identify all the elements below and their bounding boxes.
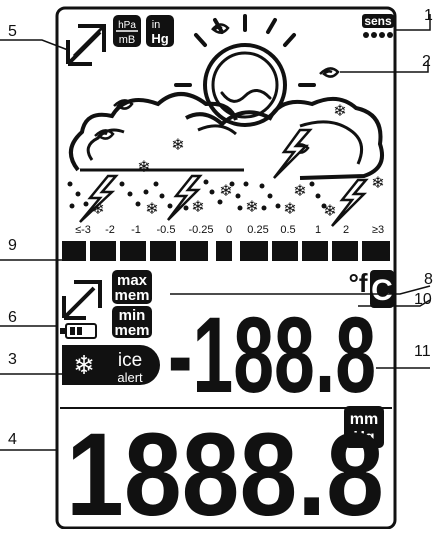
trend-segment [362, 241, 390, 261]
callout-9: 9 [8, 237, 17, 254]
svg-text:❄: ❄ [283, 201, 296, 218]
sens-indicator: sens [362, 14, 394, 38]
ice-label: ice [118, 350, 142, 371]
svg-text:❄: ❄ [333, 103, 346, 120]
max-mem-badge: max mem [112, 270, 152, 304]
callout-8: 8 [424, 271, 433, 288]
ice-snowflake-icon: ❄ [73, 350, 95, 380]
temperature-digits: -188.8 [168, 294, 376, 415]
trend-label: -0.5 [157, 224, 176, 236]
trend-label: 2 [343, 224, 349, 236]
hpa-mb-badge: hPa mB [113, 15, 141, 47]
svg-text:❄: ❄ [145, 201, 158, 218]
svg-text:❄: ❄ [191, 199, 204, 216]
callout-4: 4 [8, 431, 17, 448]
trend-label: -0.25 [188, 224, 213, 236]
sun-icon [176, 16, 314, 125]
callout-11: 11 [414, 343, 431, 360]
svg-text:❄: ❄ [245, 199, 258, 216]
trend-label: 0.25 [247, 224, 268, 236]
mem-label: mem [114, 322, 149, 339]
svg-text:❄: ❄ [137, 159, 150, 176]
callout-5: 5 [8, 23, 17, 40]
pressure-digits: 1888.8 [66, 409, 384, 529]
trend-segment [180, 241, 208, 261]
trend-segment [62, 241, 86, 261]
svg-text:❄: ❄ [293, 183, 306, 200]
min-mem-badge: min mem [112, 306, 152, 339]
trend-label: 1 [315, 224, 321, 236]
trend-bar-segments [62, 241, 390, 261]
trend-label: ≤-3 [75, 224, 91, 236]
trend-label: 0 [226, 224, 232, 236]
trend-label: 0.5 [280, 224, 295, 236]
trend-label: -1 [131, 224, 141, 236]
inhg-badge: in Hg [146, 15, 174, 47]
callout-10: 10 [414, 291, 432, 308]
trend-segment [302, 241, 328, 261]
callout-3: 3 [8, 351, 17, 368]
battery-icon [60, 324, 96, 338]
trend-label: -2 [105, 224, 115, 236]
sens-label: sens [364, 14, 392, 28]
callout-2: 2 [422, 53, 431, 70]
trend-segment [90, 241, 116, 261]
svg-text:❄: ❄ [171, 137, 184, 154]
callout-6: 6 [8, 309, 17, 326]
trend-segment [216, 241, 232, 261]
callout-1: 1 [424, 7, 433, 24]
hpa-label: hPa [118, 20, 136, 31]
mem-label: mem [114, 287, 149, 304]
alert-label: alert [117, 370, 143, 385]
trend-segment [272, 241, 298, 261]
trend-label: ≥3 [372, 224, 384, 236]
trend-arrow-icon-top [68, 26, 104, 64]
trend-segment [240, 241, 268, 261]
svg-text:❄: ❄ [371, 175, 384, 192]
trend-segment [150, 241, 176, 261]
trend-segment [120, 241, 146, 261]
trend-segment [332, 241, 358, 261]
mb-label: mB [119, 34, 136, 46]
trend-scale: ≤-3 -2 -1 -0.5 -0.25 0 0.25 0.5 1 2 ≥3 [75, 224, 384, 236]
in-label: in [152, 19, 161, 31]
snowflake-icons: ❄ ❄ ❄ ❄ ❄ ❄ ❄ ❄ ❄ ❄ ❄ ❄ [91, 103, 384, 220]
ice-alert-indicator: ❄ ice alert [62, 345, 160, 385]
trend-arrow-icon-middle [64, 282, 100, 318]
hg-label: Hg [151, 31, 168, 46]
